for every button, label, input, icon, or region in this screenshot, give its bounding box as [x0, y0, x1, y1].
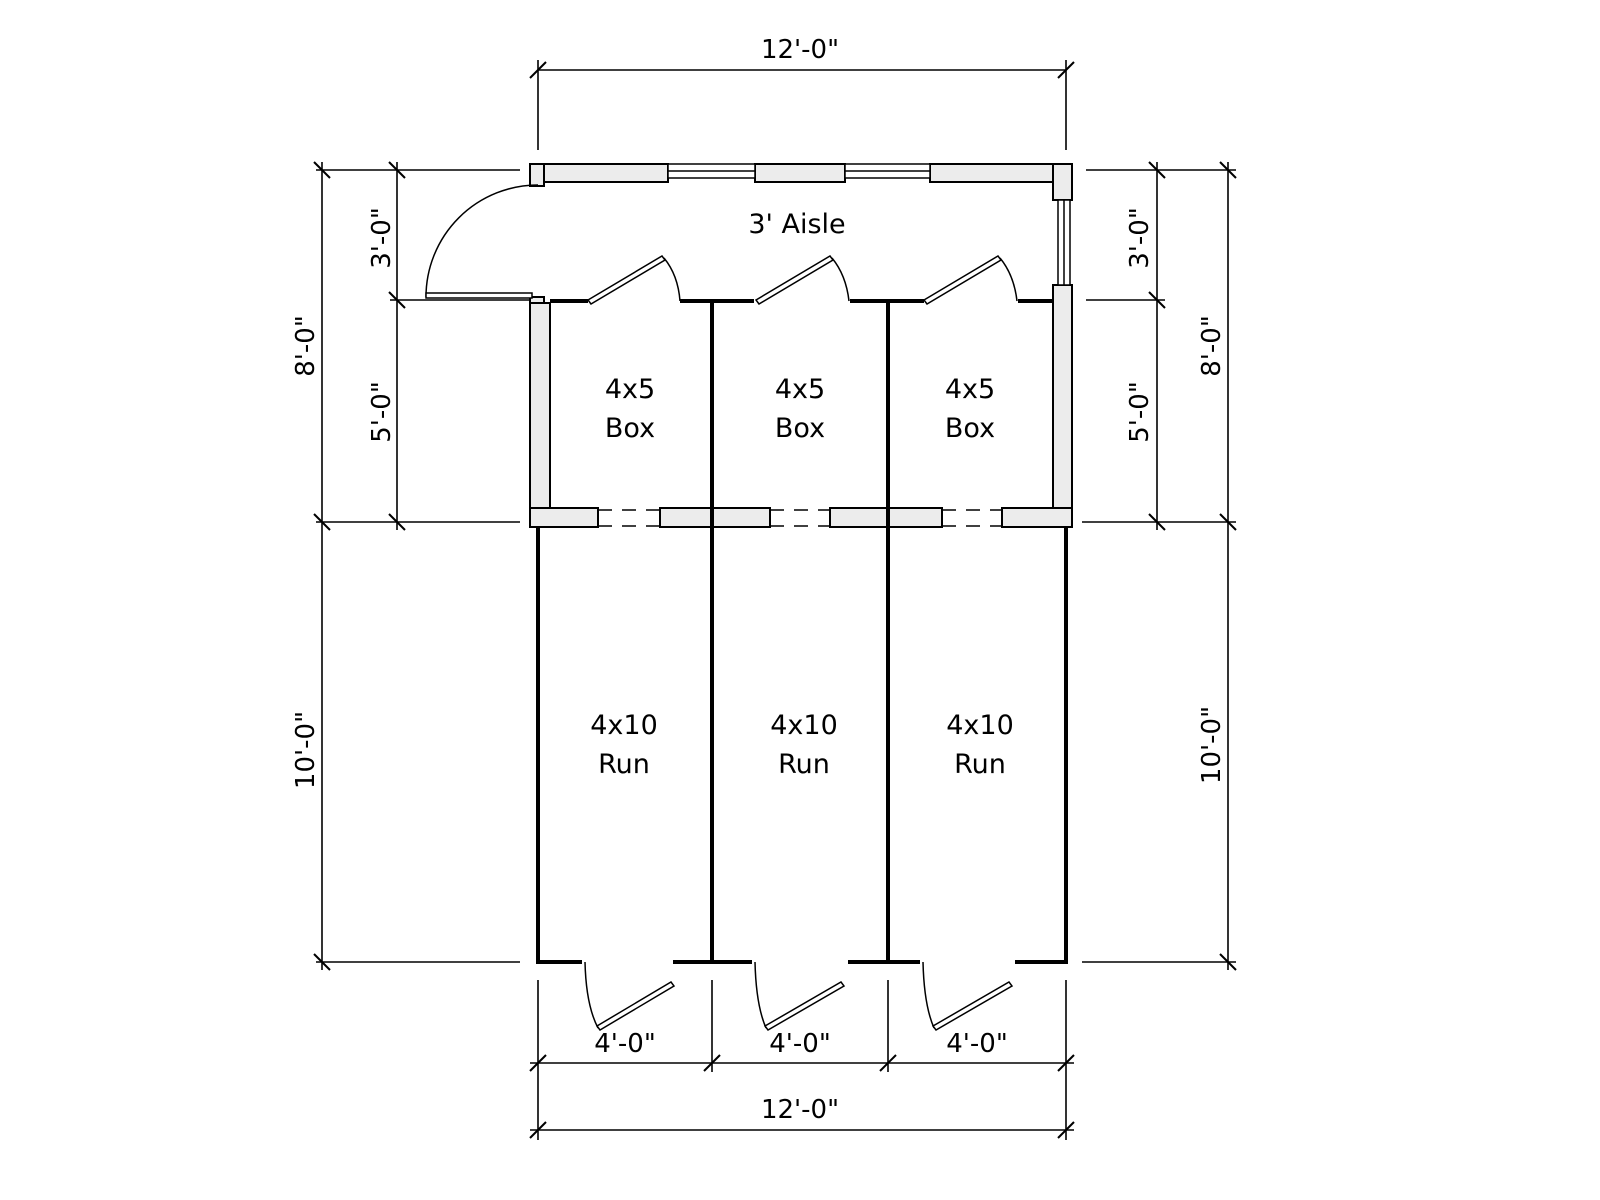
box-doors [586, 255, 1018, 305]
box-3-type: Box [945, 413, 995, 444]
dimension-lines [313, 60, 1237, 1140]
run-1-size: 4x10 [590, 710, 658, 741]
box-2-size: 4x5 [775, 374, 825, 405]
run-2-size: 4x10 [770, 710, 838, 741]
run-door-3 [922, 961, 1014, 1031]
dim-right-aisle: 3'-0" [1125, 207, 1155, 269]
dim-bottom-seg-3: 4'-0" [946, 1029, 1008, 1059]
run-3-size: 4x10 [946, 710, 1014, 741]
partitions [536, 303, 1068, 964]
dim-left-run: 10'-0" [291, 711, 321, 789]
windows [667, 163, 1071, 286]
run-2-type: Run [778, 749, 830, 780]
run-door-1 [584, 961, 676, 1031]
dim-bottom-seg-2: 4'-0" [769, 1029, 831, 1059]
box-1-type: Box [605, 413, 655, 444]
box-2-type: Box [775, 413, 825, 444]
box-1-size: 4x5 [605, 374, 655, 405]
run-1-type: Run [598, 749, 650, 780]
run-doors [584, 961, 1014, 1031]
dim-right-front: 8'-0" [1197, 315, 1227, 377]
box-door-2 [754, 255, 850, 305]
dim-left-aisle: 3'-0" [367, 207, 397, 269]
dim-left-front: 8'-0" [291, 315, 321, 377]
dimension-labels: 12'-0" 4'-0" 4'-0" 4'-0" 12'-0" 3'-0" 5'… [291, 35, 1227, 1125]
dim-right-run: 10'-0" [1197, 706, 1227, 784]
dim-bottom-overall: 12'-0" [761, 1095, 839, 1125]
box-door-3 [922, 255, 1018, 305]
run-3-type: Run [954, 749, 1006, 780]
entry-door [425, 184, 539, 299]
run-door-2 [754, 961, 846, 1031]
walls [529, 163, 1073, 528]
box-door-1 [586, 255, 681, 305]
room-labels: 3' Aisle 4x5 Box 4x5 Box 4x5 Box 4x10 Ru… [590, 209, 1014, 780]
dim-bottom-seg-1: 4'-0" [594, 1029, 656, 1059]
box-3-size: 4x5 [945, 374, 995, 405]
dim-left-box: 5'-0" [367, 381, 397, 443]
aisle-label: 3' Aisle [748, 209, 845, 240]
dim-right-box: 5'-0" [1125, 381, 1155, 443]
dim-top-overall: 12'-0" [761, 35, 839, 65]
